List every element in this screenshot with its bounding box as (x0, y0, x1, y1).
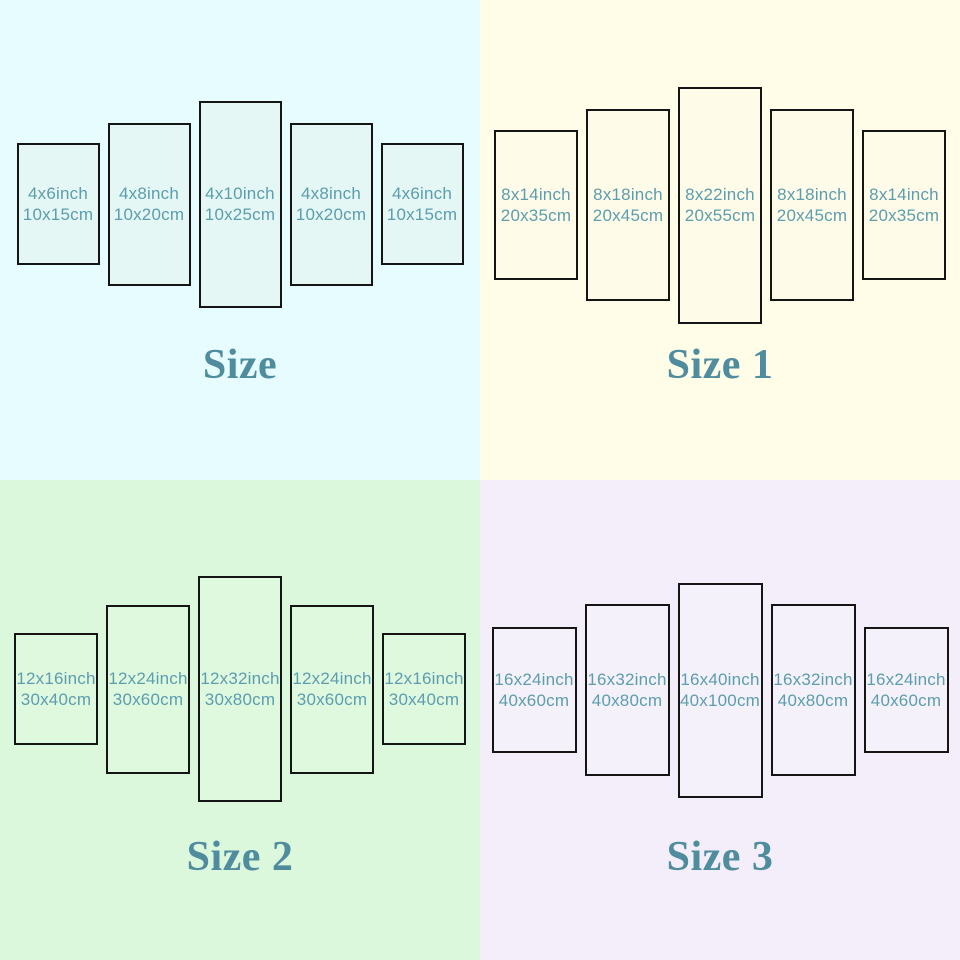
canvas-panel: 8x22inch 20x55cm (678, 86, 762, 324)
panel-inch-label: 12x24inch (292, 669, 372, 688)
panel-cm-label: 40x60cm (870, 691, 942, 710)
canvas-panel: 12x32inch 30x80cm (198, 576, 282, 802)
canvas-panel: 4x8inch 10x20cm (289, 122, 373, 286)
panel-cm-label: 40x80cm (777, 691, 849, 710)
quadrant-size-2: 12x16inch 30x40cm 12x24inch 30x60cm 12x32inc… (0, 480, 480, 960)
canvas-panel: 8x18inch 20x45cm (770, 109, 854, 301)
panel-cm-label: 40x100cm (679, 691, 761, 710)
panel-cm-label: 30x40cm (388, 690, 460, 709)
quadrant-size-3: 16x24inch 40x60cm 16x32inch 40x80cm 16x40inc… (480, 480, 960, 960)
panel-inch-label: 12x32inch (200, 669, 280, 688)
canvas-panel: 16x24inch 40x60cm (491, 627, 577, 753)
canvas-panel: 12x16inch 30x40cm (14, 633, 98, 745)
quadrant-title: Size 2 (186, 834, 294, 880)
panel-cm-label: 10x15cm (386, 205, 458, 224)
panel-inch-label: 16x32inch (587, 670, 667, 689)
panel-inch-label: 16x32inch (773, 670, 853, 689)
panel-cm-label: 40x80cm (591, 691, 663, 710)
panel-row: 4x6inch 10x15cm 4x8inch 10x20cm 4x10inch 10x2… (0, 100, 480, 308)
quadrant-title: Size 1 (666, 342, 774, 388)
canvas-panel: 16x32inch 40x80cm (584, 604, 670, 776)
panel-inch-label: 8x18inch (593, 185, 663, 204)
panel-inch-label: 4x6inch (392, 184, 452, 203)
panel-row: 8x14inch 20x35cm 8x18inch 20x45cm 8x22inch 20… (480, 86, 960, 324)
canvas-panel: 4x6inch 10x15cm (16, 143, 100, 265)
panel-cm-label: 10x25cm (204, 205, 276, 224)
quadrant-size: 4x6inch 10x15cm 4x8inch 10x20cm 4x10inch 10x2… (0, 0, 480, 480)
panel-cm-label: 10x20cm (113, 205, 185, 224)
quadrant-title: Size 3 (666, 834, 774, 880)
panel-inch-label: 8x18inch (777, 185, 847, 204)
panel-cm-label: 30x60cm (112, 690, 184, 709)
panel-inch-label: 12x24inch (108, 669, 188, 688)
panel-cm-label: 20x35cm (868, 206, 940, 225)
canvas-panel: 8x14inch 20x35cm (494, 130, 578, 280)
panel-inch-label: 4x8inch (301, 184, 361, 203)
canvas-panel: 8x14inch 20x35cm (862, 130, 946, 280)
canvas-panel: 16x32inch 40x80cm (770, 604, 856, 776)
panel-cm-label: 20x35cm (500, 206, 572, 225)
panel-inch-label: 16x24inch (866, 670, 946, 689)
panel-cm-label: 10x20cm (295, 205, 367, 224)
panel-cm-label: 30x60cm (296, 690, 368, 709)
panel-inch-label: 12x16inch (384, 669, 464, 688)
panel-inch-label: 12x16inch (16, 669, 96, 688)
canvas-panel: 12x24inch 30x60cm (290, 604, 374, 774)
panel-inch-label: 8x14inch (869, 185, 939, 204)
panel-inch-label: 4x8inch (119, 184, 179, 203)
panel-inch-label: 8x22inch (685, 185, 755, 204)
panel-row: 16x24inch 40x60cm 16x32inch 40x80cm 16x40inc… (480, 582, 960, 798)
panel-inch-label: 16x24inch (494, 670, 574, 689)
canvas-panel: 4x8inch 10x20cm (107, 122, 191, 286)
canvas-panel: 16x24inch 40x60cm (863, 627, 949, 753)
canvas-panel: 16x40inch 40x100cm (677, 582, 763, 798)
panel-cm-label: 40x60cm (498, 691, 570, 710)
panel-row: 12x16inch 30x40cm 12x24inch 30x60cm 12x32inc… (0, 576, 480, 802)
canvas-panel: 8x18inch 20x45cm (586, 109, 670, 301)
panel-cm-label: 30x40cm (20, 690, 92, 709)
panel-cm-label: 30x80cm (204, 690, 276, 709)
canvas-panel: 12x24inch 30x60cm (106, 604, 190, 774)
panel-inch-label: 4x6inch (28, 184, 88, 203)
canvas-panel: 4x6inch 10x15cm (380, 143, 464, 265)
panel-cm-label: 20x45cm (776, 206, 848, 225)
panel-cm-label: 20x55cm (684, 206, 756, 225)
panel-inch-label: 8x14inch (501, 185, 571, 204)
panel-inch-label: 4x10inch (205, 184, 275, 203)
panel-cm-label: 20x45cm (592, 206, 664, 225)
quadrant-title: Size (202, 342, 278, 388)
panel-cm-label: 10x15cm (22, 205, 94, 224)
panel-inch-label: 16x40inch (680, 670, 760, 689)
canvas-panel: 4x10inch 10x25cm (198, 100, 282, 308)
quadrant-size-1: 8x14inch 20x35cm 8x18inch 20x45cm 8x22inch 20… (480, 0, 960, 480)
canvas-panel: 12x16inch 30x40cm (382, 633, 466, 745)
